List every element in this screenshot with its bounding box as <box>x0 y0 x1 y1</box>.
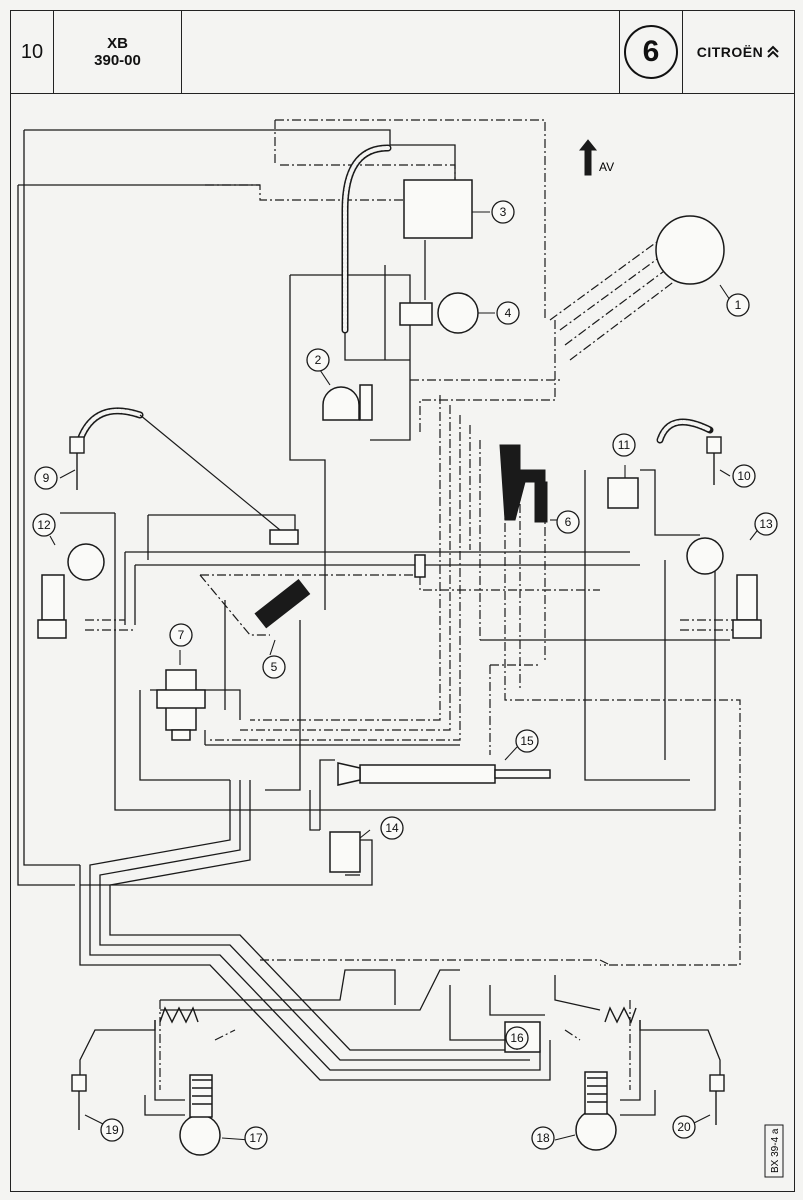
callout-17: 17 <box>249 1131 263 1145</box>
page-frame: 10 XB 390-00 6 CITROËN <box>10 10 795 1192</box>
pump-4-pulley <box>437 292 479 334</box>
callout-14: 14 <box>385 821 399 835</box>
section-number: 6 <box>624 25 678 79</box>
reservoir-3 <box>403 179 473 239</box>
sphere-17 <box>179 1114 221 1156</box>
pump-2 <box>322 386 360 421</box>
valve-5 <box>254 578 311 629</box>
switch-11 <box>607 477 639 509</box>
document-code-line1: XB <box>107 35 128 52</box>
callout-16: 16 <box>510 1031 524 1045</box>
reference-code: BX 39-4 a <box>770 1128 781 1173</box>
callout-7: 7 <box>178 628 185 642</box>
callout-13: 13 <box>759 517 773 531</box>
document-code: XB 390-00 <box>54 11 182 93</box>
callout-1: 1 <box>735 298 742 312</box>
title-block: 10 XB 390-00 6 CITROËN <box>11 11 794 94</box>
brand-name: CITROËN <box>696 44 764 60</box>
callout-15: 15 <box>520 734 534 748</box>
direction-label: AV <box>599 160 614 174</box>
pump-4-body <box>399 302 433 326</box>
callout-18: 18 <box>536 1131 550 1145</box>
forward-arrow-icon <box>578 139 598 176</box>
brand-logo: CITROËN <box>683 11 794 93</box>
callout-3: 3 <box>500 205 507 219</box>
callout-9: 9 <box>43 471 50 485</box>
sphere-12 <box>67 543 105 581</box>
callout-10: 10 <box>737 469 751 483</box>
page-number: 10 <box>11 11 54 93</box>
callout-20: 20 <box>677 1120 691 1134</box>
sphere-18 <box>575 1109 617 1151</box>
accumulator-1 <box>655 215 725 285</box>
section-badge: 6 <box>620 11 683 93</box>
callout-19: 19 <box>105 1123 119 1137</box>
pipe <box>24 129 456 180</box>
callout-2: 2 <box>315 353 322 367</box>
callout-12: 12 <box>37 518 51 532</box>
double-chevron-icon <box>767 45 779 58</box>
callout-5: 5 <box>271 660 278 674</box>
callout-4: 4 <box>505 306 512 320</box>
actuator-15 <box>359 764 496 784</box>
title-blank-area <box>182 11 620 93</box>
sphere-13 <box>686 537 724 575</box>
callout-6: 6 <box>565 515 572 529</box>
callout-11: 11 <box>618 438 631 452</box>
document-code-line2: 390-00 <box>94 52 141 69</box>
valve-14 <box>329 831 361 873</box>
